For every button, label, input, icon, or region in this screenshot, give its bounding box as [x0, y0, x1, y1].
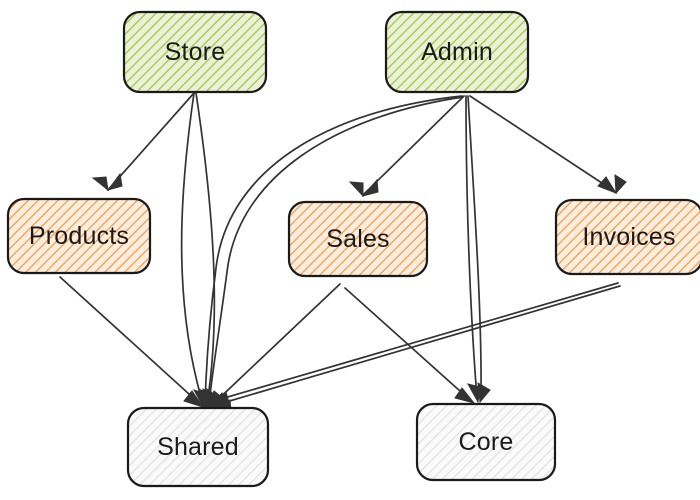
edge-admin-core-a	[465, 95, 481, 404]
edge-store-shared-b	[195, 92, 216, 410]
edge-store-products	[91, 92, 195, 192]
edge-admin-sales	[348, 95, 465, 198]
edge-sales-shared	[206, 283, 341, 411]
node-admin[interactable]	[384, 10, 530, 94]
edge-products-shared	[59, 276, 212, 409]
edge-admin-core-b	[467, 95, 491, 404]
edge-layer	[59, 92, 627, 412]
edge-invoices-shared-b	[210, 285, 621, 412]
node-sales[interactable]	[287, 200, 429, 278]
node-shared[interactable]	[126, 406, 270, 488]
edge-sales-core	[344, 287, 476, 404]
node-layer	[6, 10, 700, 488]
edge-invoices-shared-a	[208, 282, 619, 404]
node-core[interactable]	[415, 402, 557, 482]
node-invoices[interactable]	[554, 198, 700, 276]
node-products[interactable]	[6, 197, 152, 275]
edge-admin-invoices	[469, 95, 627, 195]
node-store[interactable]	[122, 10, 268, 94]
